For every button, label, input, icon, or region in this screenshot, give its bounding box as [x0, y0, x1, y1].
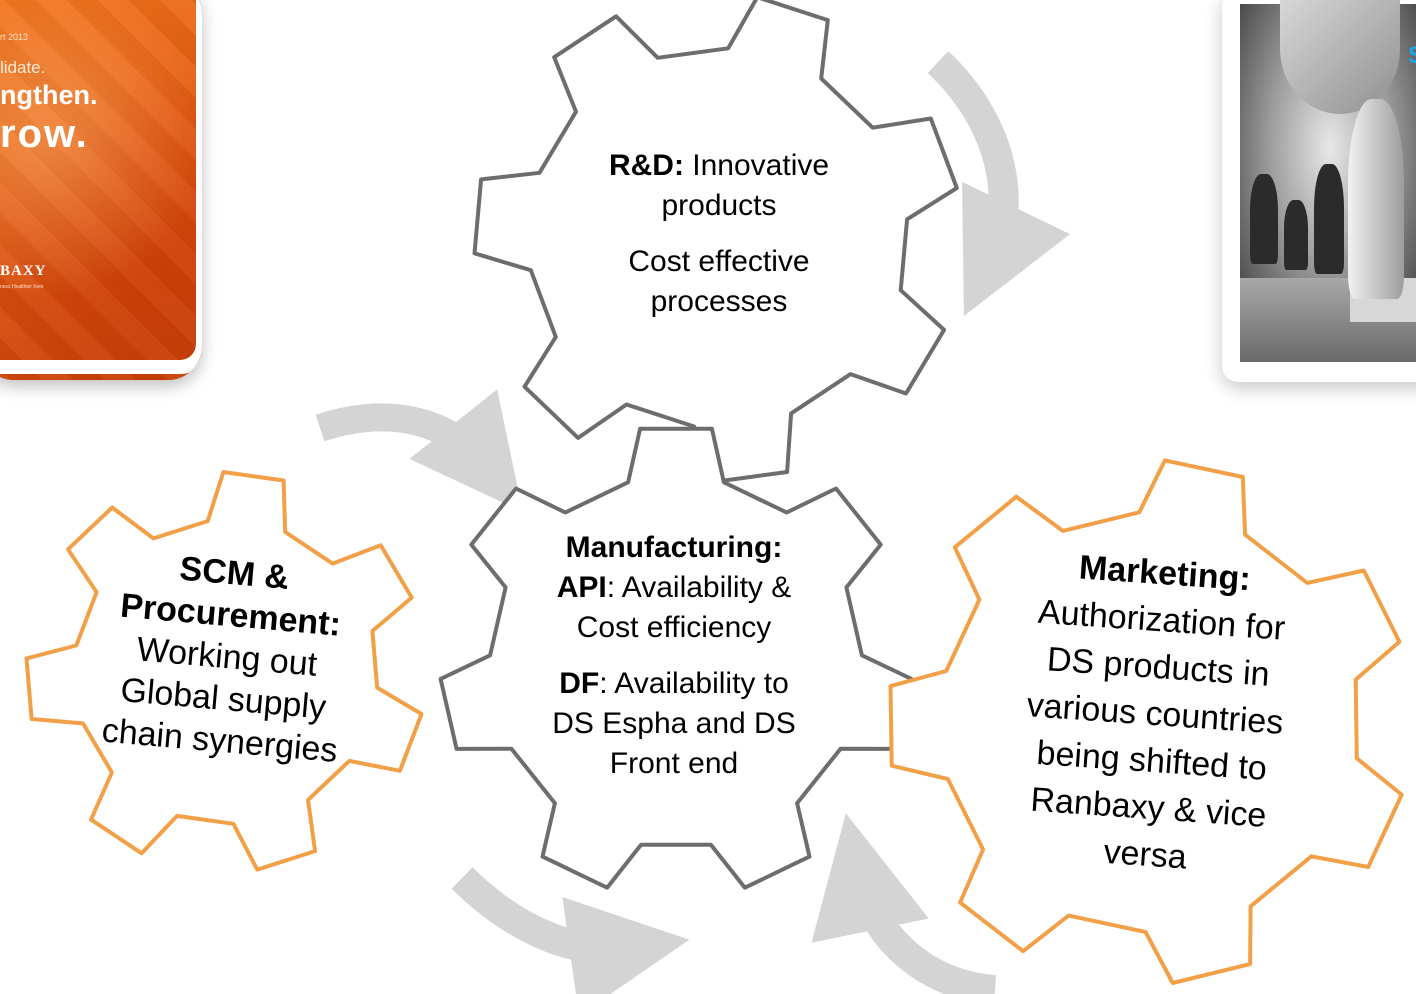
- manufacturing-heading: Manufacturing:: [565, 531, 783, 564]
- scm-gear: [24, 470, 424, 872]
- cycle-arrow-bottom-left: [451, 867, 690, 994]
- rook-piece: [1314, 164, 1344, 274]
- api-line-2: Cost efficiency: [576, 611, 772, 644]
- df-line-3: Front end: [609, 747, 739, 780]
- cover-background: [0, 0, 202, 380]
- cover-small-text: rt 2013: [0, 32, 29, 42]
- cycle-arrow-bottom-right: [811, 813, 997, 994]
- marketing-gear: [888, 458, 1404, 985]
- cover-line-1: lidate.: [0, 58, 46, 77]
- rnd-line-4: processes: [650, 285, 788, 318]
- queen-piece: [1348, 99, 1404, 299]
- manufacturing-gear: [438, 426, 914, 890]
- df-line-2: DS Espha and DS: [552, 707, 796, 740]
- chess-photo-picture: [1240, 0, 1416, 362]
- cycle-arrow-left: [315, 389, 523, 512]
- df-line-1: : Availability to: [599, 667, 789, 700]
- marketing-gear-text: Marketing: Authorization for DS products…: [985, 539, 1325, 889]
- chess-photo: S: [1222, 0, 1416, 382]
- cover-line-2: ngthen.: [0, 80, 98, 110]
- pawn-piece: [1284, 200, 1308, 270]
- api-label: API: [556, 571, 607, 604]
- cover-brand: BAXY: [0, 263, 47, 279]
- cover-line-3: row.: [0, 112, 89, 156]
- photo-blue-text: S: [1408, 42, 1416, 70]
- scm-heading-1: SCM &: [178, 549, 291, 598]
- hand-shape: [1280, 0, 1400, 114]
- rnd-line-2: products: [661, 189, 777, 222]
- marketing-heading: Marketing:: [1077, 548, 1252, 599]
- annual-report-cover-image: rt 2013 lidate. ngthen. row. BAXY ness,H…: [0, 0, 202, 380]
- pawn-piece: [1250, 174, 1278, 264]
- rnd-gear-text: R&D: Innovative products Cost effective …: [578, 146, 860, 322]
- cover-tagline: ness,Healthier lives: [0, 284, 44, 290]
- cycle-arrow-top-right: [927, 51, 1071, 317]
- rnd-line-1: Innovative: [683, 149, 830, 182]
- rnd-line-3: Cost effective: [628, 245, 810, 278]
- scm-gear-text: SCM & Procurement: Working out Global su…: [73, 540, 380, 774]
- df-label: DF: [559, 667, 600, 700]
- manufacturing-gear-text: Manufacturing: API: Availability & Cost …: [520, 528, 828, 784]
- rnd-heading: R&D:: [608, 149, 684, 182]
- cover-frame: [0, 0, 202, 374]
- api-line-1: : Availability &: [606, 571, 792, 604]
